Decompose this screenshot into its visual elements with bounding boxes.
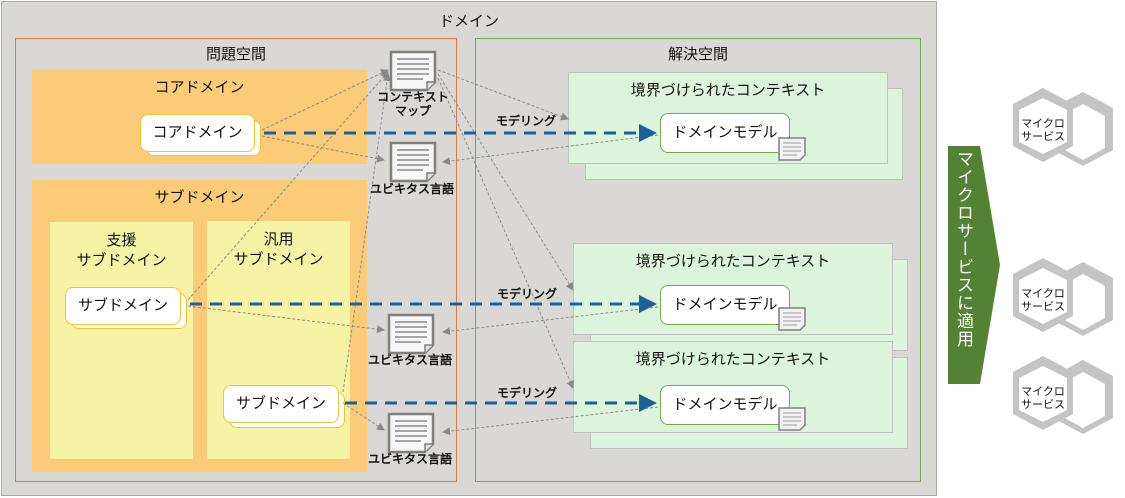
domain-title: ドメイン	[438, 12, 499, 30]
microservice-label-line1: マイクロ	[1021, 117, 1065, 130]
microservice-icon-group	[1013, 88, 1113, 434]
supporting-subdomain-title-2: サブドメイン	[76, 251, 167, 269]
supporting-subdomain-title-1: 支援	[106, 231, 137, 249]
microservice-label-line2: サービス	[1021, 300, 1065, 313]
domain-model-3[interactable]: ドメインモデル	[660, 385, 790, 425]
domain-model-3-label: ドメインモデル	[672, 395, 778, 413]
relation-line	[437, 69, 569, 121]
subdomain-title: サブドメイン	[154, 188, 245, 206]
relation-line	[261, 69, 389, 131]
domain-model-1[interactable]: ドメインモデル	[660, 113, 790, 153]
problem-space: 問題空間	[15, 38, 457, 482]
domain-model-2[interactable]: ドメインモデル	[660, 285, 790, 325]
core-domain-card[interactable]: コアドメイン	[140, 114, 255, 152]
relation-line	[442, 406, 659, 436]
ubiquitous-language-label: ユビキタス言語	[367, 353, 452, 367]
domain-model-1-label: ドメインモデル	[672, 123, 778, 141]
context-map-label-line1: コンテキスト	[377, 90, 449, 104]
microservice-label-line1: マイクロ	[1021, 385, 1065, 398]
context-map-document-icon	[389, 50, 437, 92]
problem-space-title: 問題空間	[205, 45, 266, 63]
relation-line	[442, 134, 659, 166]
modeling-label: モデリング	[496, 114, 557, 128]
supporting-subdomain-card-label: サブドメイン	[77, 296, 168, 314]
generic-subdomain-card[interactable]: サブドメイン	[223, 385, 339, 423]
microservice-label-line2: サービス	[1021, 130, 1065, 143]
domain-model-document-icon	[778, 407, 806, 431]
relation-line	[187, 71, 389, 301]
supporting-subdomain-card[interactable]: サブドメイン	[65, 287, 181, 325]
ubiquitous-language-document-icon	[387, 313, 435, 355]
relation-line	[437, 77, 574, 389]
solution-space-title: 解決空間	[667, 45, 728, 63]
bounded-context-1-title: 境界づけられたコンテキスト	[630, 81, 826, 99]
domain-model-document-icon	[778, 307, 806, 331]
microservice-label-line1: マイクロ	[1021, 287, 1065, 300]
generic-subdomain-title-2: サブドメイン	[233, 250, 324, 268]
relation-line	[342, 402, 385, 431]
microservice-2[interactable]: マイクロ サービス	[1017, 287, 1069, 313]
domain-model-document-icon	[778, 137, 806, 161]
relation-line	[437, 73, 574, 291]
relation-line	[342, 73, 391, 393]
apply-to-microservices-arrow	[948, 146, 1000, 384]
generic-subdomain-card-label: サブドメイン	[235, 394, 326, 412]
core-domain-card-label: コアドメイン	[152, 123, 243, 141]
relation-line	[187, 305, 385, 334]
relation-line	[261, 135, 385, 163]
supporting-subdomain-box: 支援 サブドメイン	[50, 222, 193, 459]
microservice-1[interactable]: マイクロ サービス	[1017, 117, 1069, 143]
ubiquitous-language-label: ユビキタス言語	[369, 182, 454, 196]
microservice-3[interactable]: マイクロ サービス	[1017, 385, 1069, 411]
bounded-context-2-title: 境界づけられたコンテキスト	[635, 252, 831, 270]
solution-space: 解決空間	[475, 38, 921, 482]
microservice-label-line2: サービス	[1021, 398, 1065, 411]
modeling-label: モデリング	[497, 386, 558, 400]
apply-to-microservices-label: マイクロサービスに適用	[953, 150, 973, 348]
relation-line	[442, 306, 659, 336]
domain-model-2-label: ドメインモデル	[672, 295, 778, 313]
bounded-context-3-title: 境界づけられたコンテキスト	[635, 350, 831, 368]
modeling-label: モデリング	[497, 287, 558, 301]
ubiquitous-language-document-icon	[389, 141, 437, 183]
core-domain-title: コアドメイン	[154, 78, 245, 96]
ubiquitous-language-document-icon	[387, 412, 435, 454]
context-map-label-line2: マップ	[394, 104, 431, 118]
ubiquitous-language-label: ユビキタス言語	[367, 452, 452, 466]
generic-subdomain-title-1: 汎用	[263, 230, 294, 248]
context-map-label: コンテキスト マップ	[370, 90, 456, 118]
